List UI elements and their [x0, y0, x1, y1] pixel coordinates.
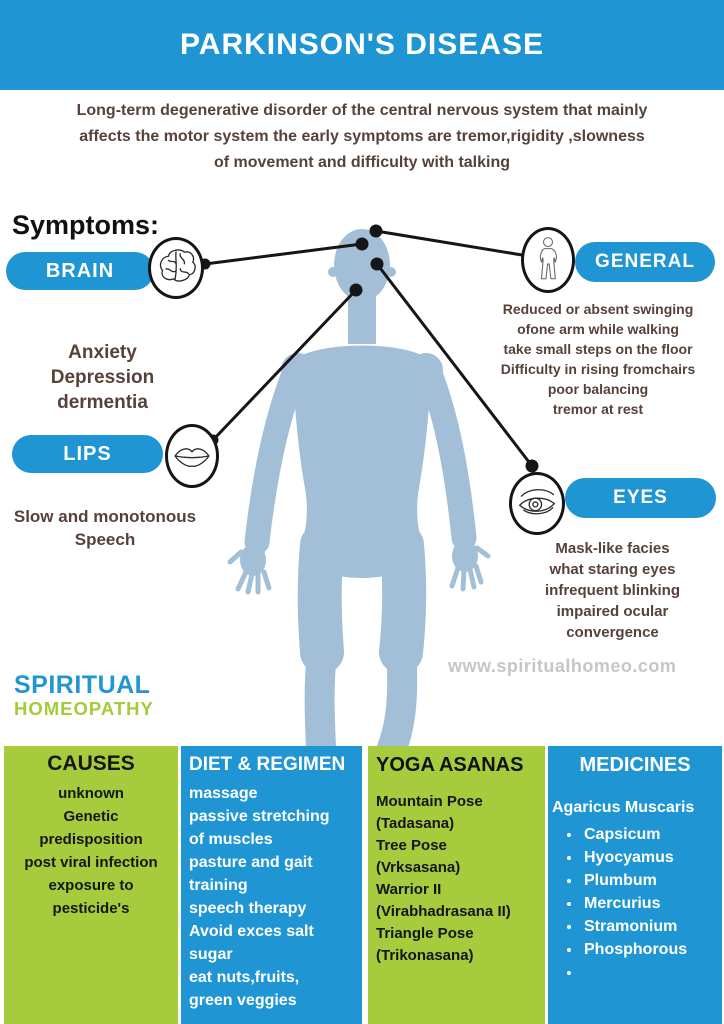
brain-badge [148, 237, 204, 299]
general-badge [521, 227, 575, 293]
medicines-list: Capsicum Hyocyamus Plumbum Mercurius Str… [548, 823, 722, 984]
yoga-asanas-section: YOGA ASANAS Mountain Pose (Tadasana) Tre… [368, 746, 545, 1024]
brain-label-pill: BRAIN [6, 252, 154, 290]
header-banner: PARKINSON'S DISEASE [0, 0, 724, 90]
lips-label: LIPS [63, 442, 112, 465]
causes-body: unknown Genetic predisposition post vira… [24, 785, 158, 917]
yoga-asanas-body: Mountain Pose (Tadasana) Tree Pose (Vrks… [376, 793, 511, 964]
medicine-item: Mercurius [582, 892, 722, 915]
medicine-item: Stramonium [582, 915, 722, 938]
lips-icon [169, 429, 215, 483]
brain-symptoms-text: Anxiety Depression dermentia [50, 342, 155, 413]
medicine-item: Phosphorous [582, 938, 722, 961]
medicine-item [582, 961, 722, 984]
diet-regimen-section: DIET & REGIMEN massage passive stretchin… [181, 746, 362, 1024]
eyes-label: EYES [613, 487, 668, 508]
causes-section: CAUSES unknown Genetic predisposition po… [4, 746, 178, 1024]
brain-label: BRAIN [45, 259, 115, 282]
brand-logo-line1: SPIRITUAL [14, 671, 151, 699]
brand-logo-line2: HOMEOPATHY [14, 698, 154, 719]
eyes-badge [509, 472, 565, 535]
lips-label-pill: LIPS [12, 435, 163, 473]
lips-symptoms-text: Slow and monotonous Speech [13, 507, 197, 549]
symptoms-heading: Symptoms: [12, 210, 160, 240]
disease-description: Long-term degenerative disorder of the c… [76, 102, 648, 171]
eye-icon [513, 478, 561, 530]
medicine-item: Capsicum [582, 823, 722, 846]
general-symptoms-text: Reduced or absent swinging ofone arm whi… [500, 301, 696, 417]
website-watermark: www.spiritualhomeo.com [448, 656, 677, 676]
eyes-symptoms-text: Mask-like facies what staring eyes infre… [545, 540, 680, 641]
general-label-pill: GENERAL [575, 242, 715, 282]
brain-icon [152, 242, 200, 294]
lips-badge [165, 424, 219, 488]
brand-logo: SPIRITUAL HOMEOPATHY [14, 672, 154, 720]
diet-regimen-title: DIET & REGIMEN [189, 754, 346, 775]
diet-regimen-body: massage passive stretching of muscles pa… [189, 785, 330, 1009]
general-label: GENERAL [595, 251, 695, 272]
causes-title: CAUSES [47, 752, 135, 775]
person-icon [526, 231, 570, 289]
yoga-asanas-title: YOGA ASANAS [376, 754, 524, 776]
page-title: PARKINSON'S DISEASE [180, 28, 544, 61]
medicines-section: MEDICINES Agaricus Muscaris Capsicum Hyo… [548, 746, 722, 1024]
eyes-label-pill: EYES [565, 478, 716, 518]
medicines-lead: Agaricus Muscaris [552, 799, 695, 816]
medicine-item: Plumbum [582, 869, 722, 892]
medicine-item: Hyocyamus [582, 846, 722, 869]
medicines-title: MEDICINES [579, 754, 691, 776]
